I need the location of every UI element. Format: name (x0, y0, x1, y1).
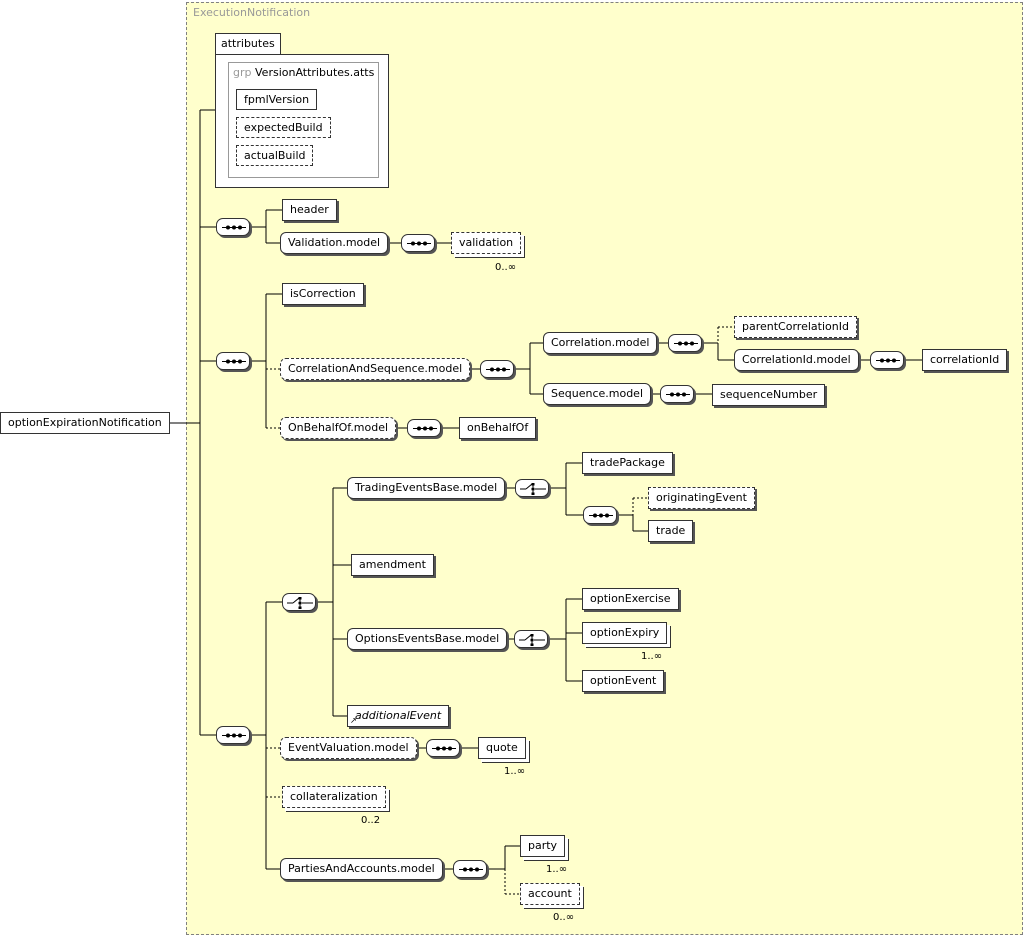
choice-compositor (514, 630, 548, 648)
group-on-behalf-of-model[interactable]: OnBehalfOf.model (280, 417, 397, 439)
sequence-compositor (660, 385, 694, 403)
group-event-valuation-model[interactable]: EventValuation.model (280, 737, 417, 759)
sequence-compositor (453, 860, 487, 878)
validation-cardinality: 0..∞ (495, 262, 517, 273)
group-keyword: grp (233, 66, 252, 79)
element-option-expiry[interactable]: optionExpiry (582, 622, 668, 644)
element-header[interactable]: header (282, 199, 337, 221)
element-party[interactable]: party (520, 835, 566, 857)
group-options-events-base-model[interactable]: OptionsEventsBase.model (347, 628, 508, 650)
element-parent-correlation-id[interactable]: parentCorrelationId (734, 316, 857, 338)
choice-compositor (282, 593, 316, 611)
root-element[interactable]: optionExpirationNotification (0, 412, 170, 434)
group-name: VersionAttributes.atts (255, 66, 375, 79)
group-correlation-id-model[interactable]: CorrelationId.model (734, 349, 859, 371)
group-correlation-model[interactable]: Correlation.model (543, 332, 658, 354)
attribute-group-label: grp VersionAttributes.atts (233, 66, 374, 79)
element-collateralization[interactable]: collateralization (282, 786, 386, 808)
element-trade[interactable]: trade (648, 520, 694, 542)
group-trading-events-base-model[interactable]: TradingEventsBase.model (347, 477, 506, 499)
element-account[interactable]: account (520, 883, 580, 905)
attr-expected-build[interactable]: expectedBuild (236, 117, 331, 138)
element-trade-package[interactable]: tradePackage (582, 452, 673, 474)
sequence-compositor (668, 334, 702, 352)
choice-compositor (515, 479, 549, 497)
group-sequence-model[interactable]: Sequence.model (543, 383, 652, 405)
element-is-correction[interactable]: isCorrection (282, 283, 364, 305)
attr-fpml-version[interactable]: fpmlVersion (236, 89, 318, 110)
sequence-compositor (426, 739, 460, 757)
sequence-compositor (216, 726, 250, 744)
element-on-behalf-of[interactable]: onBehalfOf (459, 417, 537, 439)
element-option-exercise[interactable]: optionExercise (582, 588, 679, 610)
sequence-compositor (216, 218, 250, 236)
sequence-compositor (583, 506, 617, 524)
quote-cardinality: 1..∞ (504, 766, 526, 777)
sequence-compositor (870, 351, 904, 369)
account-cardinality: 0..∞ (553, 912, 575, 923)
attr-actual-build[interactable]: actualBuild (236, 145, 314, 166)
group-correlation-and-sequence-model[interactable]: CorrelationAndSequence.model (280, 358, 471, 380)
reference-arrow-icon: ↗ (350, 716, 357, 725)
sequence-compositor (480, 360, 514, 378)
collateralization-cardinality: 0..2 (361, 815, 381, 826)
element-additional-event[interactable]: ↗additionalEvent (347, 705, 450, 727)
attributes-tab: attributes (215, 33, 281, 55)
element-validation[interactable]: validation (451, 232, 522, 254)
sequence-compositor (216, 352, 250, 370)
element-amendment[interactable]: amendment (351, 554, 434, 576)
region-title: ExecutionNotification (193, 6, 311, 19)
element-sequence-number[interactable]: sequenceNumber (712, 384, 826, 406)
element-originating-event[interactable]: originatingEvent (648, 487, 755, 509)
option-expiry-cardinality: 1..∞ (641, 651, 663, 662)
group-parties-and-accounts-model[interactable]: PartiesAndAccounts.model (280, 858, 443, 880)
group-validation-model[interactable]: Validation.model (280, 232, 389, 254)
element-correlation-id[interactable]: correlationId (922, 349, 1008, 371)
sequence-compositor (407, 419, 441, 437)
sequence-compositor (401, 234, 435, 252)
element-quote[interactable]: quote (478, 737, 526, 759)
party-cardinality: 1..∞ (546, 864, 568, 875)
element-option-event[interactable]: optionEvent (582, 670, 665, 692)
